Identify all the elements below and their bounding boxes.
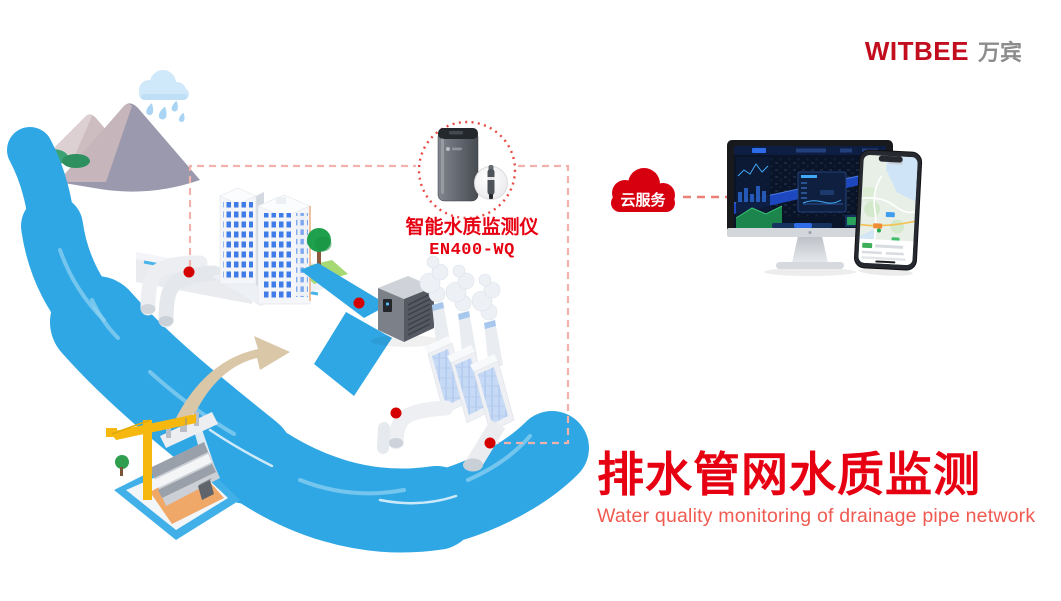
- brand-logo: WITBEE 万宾: [865, 35, 1022, 67]
- river-illustration: [7, 127, 589, 553]
- device-callout-label: 智能水质监测仪 EN400-WQ: [392, 216, 552, 261]
- monitor-callout: [188, 120, 570, 445]
- flow-arrow: [176, 336, 290, 420]
- device-name-text: 智能水质监测仪: [405, 217, 539, 238]
- headline-block: 排水管网水质监测 Water quality monitoring of dra…: [597, 448, 1037, 528]
- water-quality-device-illustration: [437, 128, 508, 202]
- factory-illustration: [377, 255, 515, 472]
- pump-station-unit-illustration: [371, 276, 439, 347]
- cloud-service-icon: [611, 168, 675, 212]
- logo-witbee-text: WITBEE: [864, 36, 969, 66]
- device-model-text: EN400-WQ: [429, 240, 515, 260]
- headline-en: Water quality monitoring of drainage pip…: [597, 505, 1036, 528]
- rain-cloud-icon: [139, 70, 189, 122]
- drain-channel-illustration: [300, 263, 392, 396]
- cloud-service-label: 云服务: [620, 192, 666, 209]
- smartphone: [854, 149, 923, 276]
- logo-wanbin-text: 万宾: [977, 40, 1022, 65]
- headline-zh: 排水管网水质监测: [597, 448, 981, 501]
- construction-site-illustration: [106, 412, 240, 540]
- monitoring-point-markers: [183, 266, 496, 449]
